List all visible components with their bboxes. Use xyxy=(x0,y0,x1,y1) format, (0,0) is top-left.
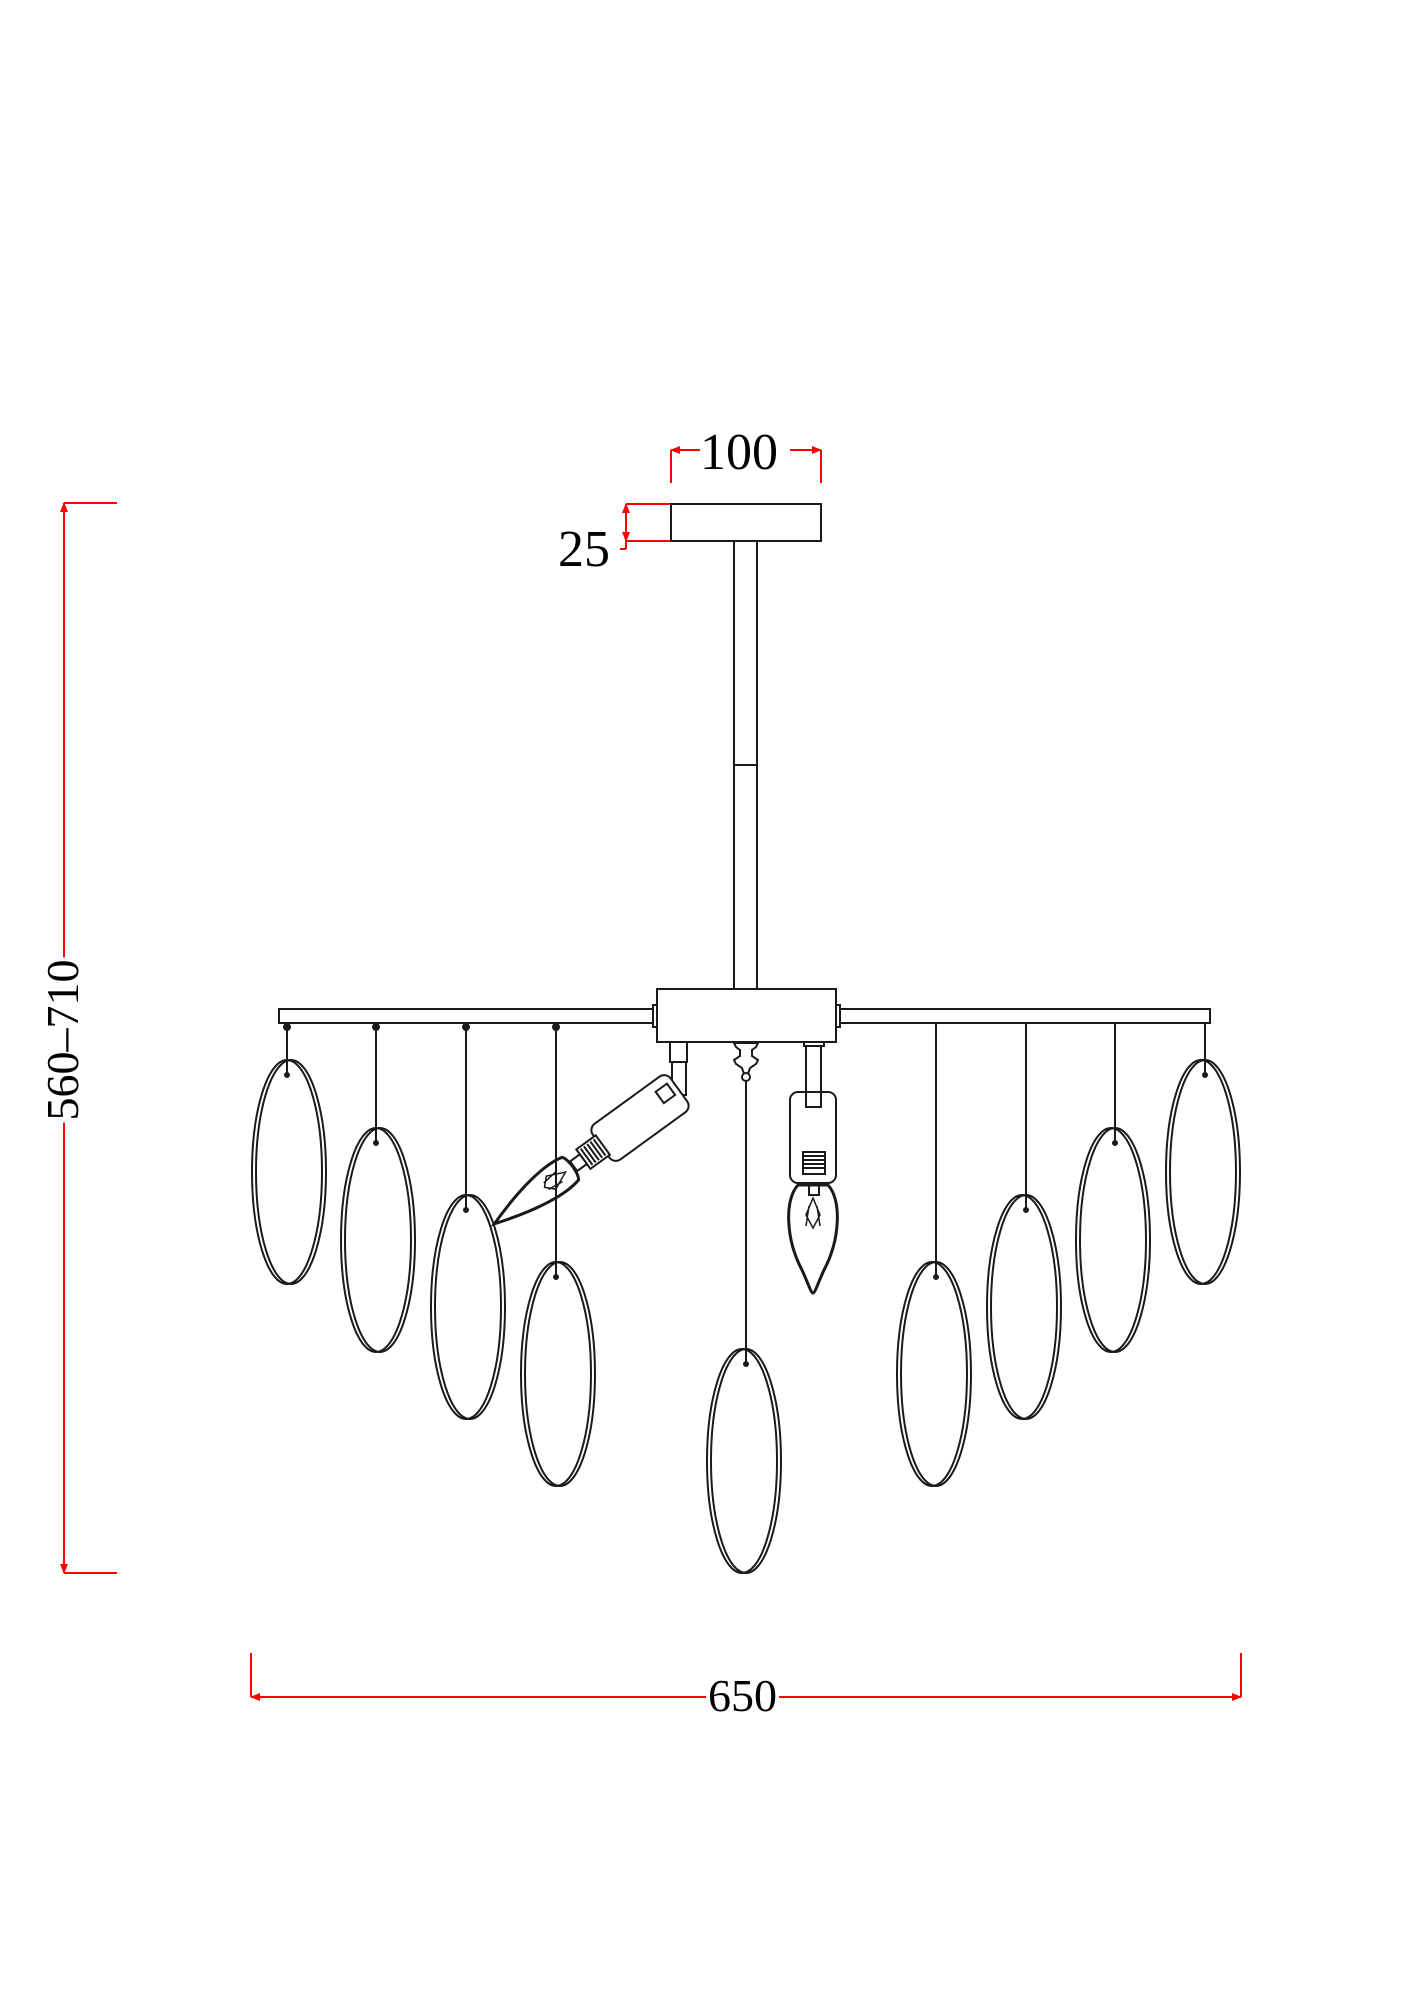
left-hanger-dots xyxy=(283,1023,560,1031)
pendant-center xyxy=(706,1348,782,1574)
pendant xyxy=(430,1194,506,1420)
fixture xyxy=(251,503,1241,1574)
canopy-width-label: 100 xyxy=(700,424,778,481)
right-arm xyxy=(837,1008,1211,1024)
stem-lower xyxy=(733,764,758,990)
total-width-label: 650 xyxy=(706,1670,779,1721)
dimension-lines xyxy=(60,446,1242,1701)
pendant xyxy=(251,1059,327,1285)
pendant xyxy=(1165,1059,1241,1285)
hub xyxy=(656,988,837,1043)
canopy-width-dimension xyxy=(670,446,822,483)
center-finial xyxy=(732,1042,760,1082)
bulb-left-tilted xyxy=(490,1041,690,1227)
stem-upper xyxy=(733,540,758,766)
total-height-label: 560–710 xyxy=(37,957,88,1123)
pendant xyxy=(986,1194,1062,1420)
pendant xyxy=(520,1261,596,1487)
bulb-right-vertical xyxy=(787,1041,839,1295)
pendant xyxy=(1075,1127,1151,1353)
left-arm xyxy=(278,1008,654,1024)
hanging-wires xyxy=(286,1023,1206,1364)
canopy-height-label: 25 xyxy=(558,521,610,578)
canopy-height-dimension xyxy=(620,503,671,550)
pendant xyxy=(340,1127,416,1353)
pendant xyxy=(896,1261,972,1487)
canopy xyxy=(670,503,822,542)
